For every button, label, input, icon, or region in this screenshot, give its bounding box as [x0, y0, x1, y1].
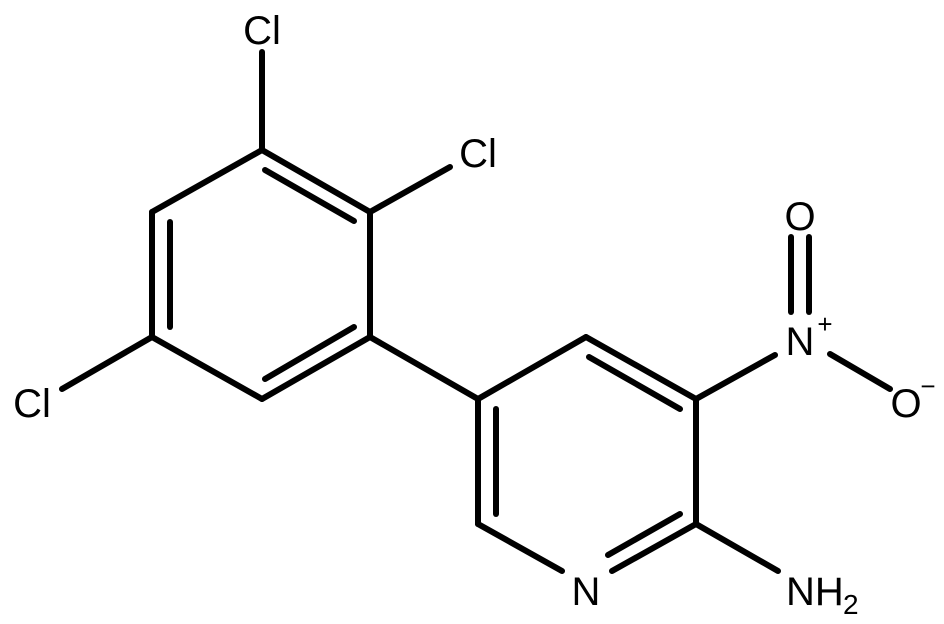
bond-c1-c6 [259, 334, 373, 402]
bond-c2-n1-inner [605, 511, 683, 558]
chlorine-bonds [59, 49, 453, 392]
atom-cl-top: Cl [243, 9, 281, 53]
atom-nitro-o-top: O [784, 195, 815, 239]
bond-n-o-single [827, 351, 893, 392]
atom-amine-subscript: 2 [843, 589, 859, 620]
nitro-o-negative-charge: − [920, 371, 935, 401]
atom-amine-nh: NH [786, 570, 844, 614]
bond-c4-c3-pyr [583, 334, 699, 402]
bond-c6-c5 [149, 334, 265, 402]
nitro-n-positive-charge: + [817, 309, 832, 339]
bond-c3-nitro-n [693, 352, 778, 402]
atom-cl-left: Cl [13, 382, 51, 426]
nitro-group [693, 234, 893, 402]
bond-n1-c6 [475, 521, 565, 574]
bond-c1-c6-inner [262, 324, 357, 382]
atom-nitro-n: N [786, 320, 815, 364]
bond-c5-c4-pyr [475, 334, 589, 402]
bond-c5-cl [59, 334, 155, 392]
bond-c2-n1 [609, 521, 699, 574]
bond-c3-c2 [259, 147, 373, 215]
bond-c4-c3-pyr-inner [586, 354, 683, 412]
bond-c2-amine [693, 521, 781, 574]
atom-cl-right: Cl [459, 132, 497, 176]
atom-nitro-o-right: O [890, 382, 921, 426]
bond-biaryl [367, 334, 481, 402]
bond-c2-cl [367, 164, 453, 215]
bond-c4-c3 [149, 147, 265, 215]
pyridine-ring [475, 334, 699, 574]
trichlorophenyl-ring [149, 147, 373, 402]
bond-c3-c2-inner [262, 167, 357, 224]
atom-pyridine-n: N [572, 570, 601, 614]
